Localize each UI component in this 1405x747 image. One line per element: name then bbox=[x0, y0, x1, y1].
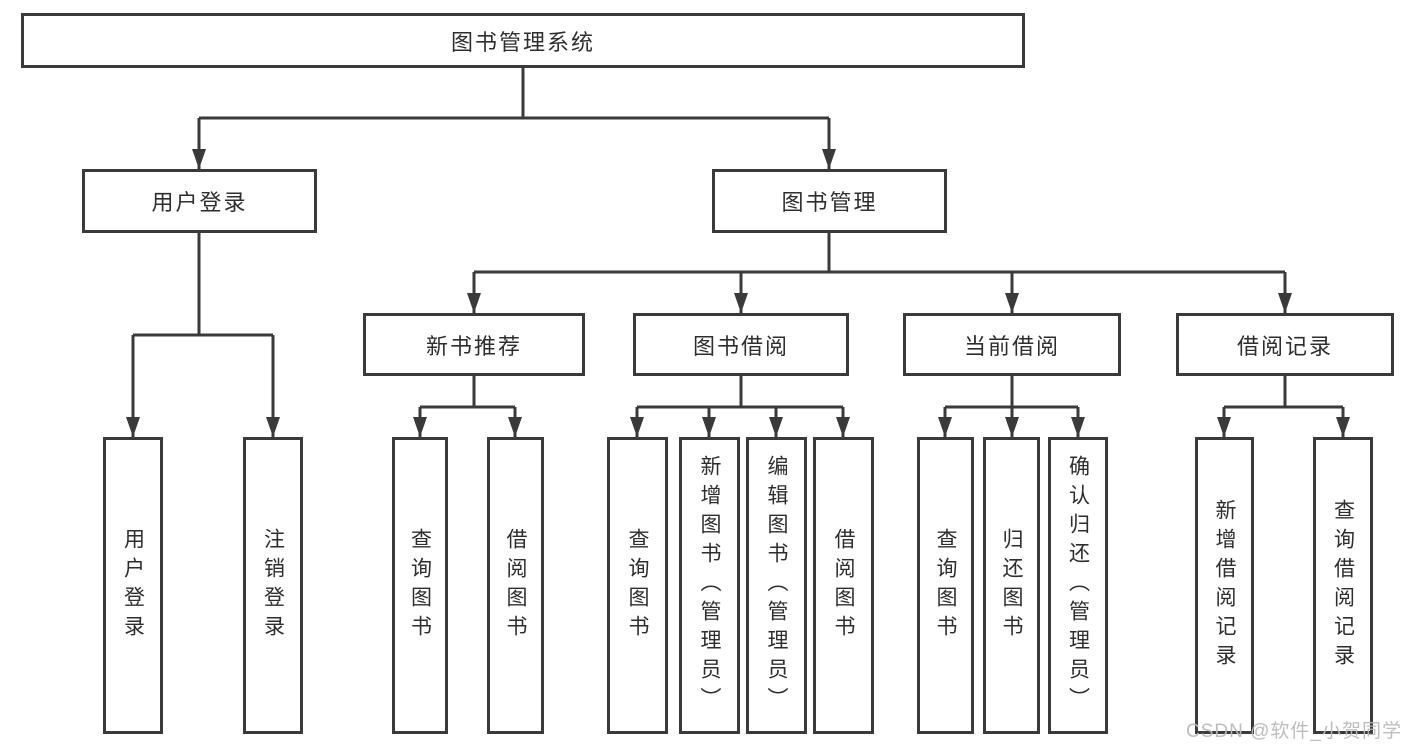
leaf-query-books-1: 查询图书 bbox=[392, 437, 448, 734]
node-new-book-recommend-label: 新书推荐 bbox=[425, 333, 522, 359]
node-library-system-label: 图书管理系统 bbox=[450, 29, 595, 55]
leaf-user-login: 用户登录 bbox=[103, 437, 163, 734]
leaf-user-login-label: 用户登录 bbox=[121, 527, 145, 644]
node-user-login: 用户登录 bbox=[82, 169, 317, 233]
node-borrowing-records: 借阅记录 bbox=[1176, 313, 1394, 376]
leaf-logout-login: 注销登录 bbox=[243, 437, 303, 734]
leaf-query-borrow-record: 查询借阅记录 bbox=[1313, 437, 1373, 734]
leaf-add-borrow-record-label: 新增借阅记录 bbox=[1213, 498, 1236, 673]
leaf-query-books-1-label: 查询图书 bbox=[408, 527, 432, 644]
node-book-management-label: 图书管理 bbox=[781, 190, 878, 215]
leaf-logout-login-label: 注销登录 bbox=[261, 527, 285, 644]
node-book-borrowing-label: 图书借阅 bbox=[692, 333, 789, 359]
node-new-book-recommend: 新书推荐 bbox=[363, 313, 585, 376]
leaf-borrow-books-2: 借阅图书 bbox=[813, 437, 874, 734]
leaf-borrow-books-1: 借阅图书 bbox=[487, 437, 544, 734]
csdn-watermark: CSDN @软件_小贺同学 bbox=[1186, 721, 1402, 742]
leaf-borrow-books-1-label: 借阅图书 bbox=[504, 527, 527, 644]
node-library-system: 图书管理系统 bbox=[21, 13, 1025, 68]
leaf-edit-books-admin-label: 编辑图书（管理员） bbox=[765, 455, 788, 716]
leaf-edit-books-admin: 编辑图书（管理员） bbox=[746, 437, 807, 734]
leaf-query-books-2: 查询图书 bbox=[607, 437, 668, 734]
connector-trunks bbox=[133, 68, 1343, 409]
leaf-add-books-admin: 新增图书（管理员） bbox=[679, 437, 740, 734]
leaf-borrow-books-2-label: 借阅图书 bbox=[832, 527, 855, 644]
leaf-query-books-2-label: 查询图书 bbox=[626, 527, 649, 644]
leaf-query-borrow-record-label: 查询借阅记录 bbox=[1331, 498, 1355, 673]
leaf-confirm-return-admin-label: 确认归还（管理员） bbox=[1066, 455, 1090, 716]
leaf-add-books-admin-label: 新增图书（管理员） bbox=[698, 455, 721, 716]
node-current-borrowing-label: 当前借阅 bbox=[963, 333, 1060, 359]
leaf-query-books-3-label: 查询图书 bbox=[934, 527, 957, 644]
node-user-login-label: 用户登录 bbox=[151, 190, 248, 215]
leaf-return-books-label: 归还图书 bbox=[1000, 527, 1023, 644]
leaf-confirm-return-admin: 确认归还（管理员） bbox=[1048, 437, 1108, 734]
node-book-borrowing: 图书借阅 bbox=[633, 313, 849, 376]
leaf-return-books: 归还图书 bbox=[983, 437, 1040, 734]
leaf-query-books-3: 查询图书 bbox=[917, 437, 974, 734]
node-borrowing-records-label: 借阅记录 bbox=[1236, 333, 1333, 359]
node-book-management: 图书管理 bbox=[712, 169, 947, 233]
leaf-add-borrow-record: 新增借阅记录 bbox=[1195, 437, 1254, 734]
node-current-borrowing: 当前借阅 bbox=[903, 313, 1121, 376]
